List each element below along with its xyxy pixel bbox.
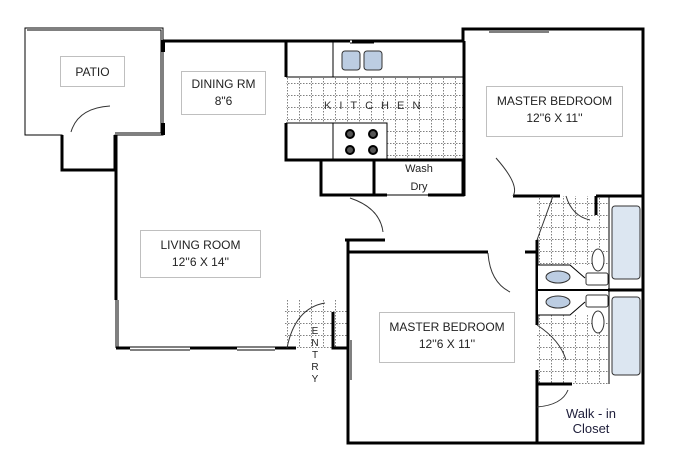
laundry-dry: Dry (410, 181, 428, 193)
patio-door-swing (70, 105, 111, 133)
living-size: 12''6 X 14'' (171, 255, 230, 269)
room-label-master-bedroom-2: MASTER BEDROOM 12''6 X 11'' (379, 312, 515, 363)
sink-lower (545, 295, 571, 309)
room-label-laundry: Wash Dry (396, 160, 442, 196)
room-label-kitchen: KITCHEN (324, 100, 429, 112)
toilet-tank-lower (585, 294, 609, 308)
entry-door-swing (286, 302, 326, 349)
toilet-tank-upper (585, 272, 609, 286)
living-name: LIVING ROOM (160, 238, 241, 252)
hall-door-swing (349, 197, 384, 233)
laundry-wash: Wash (405, 163, 433, 175)
kitchen-area (284, 41, 463, 162)
room-label-living: LIVING ROOM 12''6 X 14'' (140, 230, 261, 278)
master-bedroom-2-size: 12''6 X 11'' (418, 337, 476, 351)
toilet-bowl-upper (591, 248, 605, 272)
master-bedroom-1-size: 12''6 X 11'' (526, 111, 583, 125)
bathtub-lower (611, 296, 641, 376)
patio-name: PATIO (75, 65, 110, 79)
room-label-patio: PATIO (60, 56, 125, 87)
room-label-dining: DINING RM 8"6 (181, 71, 266, 115)
master-bedroom-1-name: MASTER BEDROOM (496, 94, 613, 108)
entry-letter: T (311, 350, 319, 361)
closet-line2: Closet (572, 421, 610, 436)
closet-line1: Walk - in (565, 406, 617, 421)
entry-letter: Y (311, 374, 319, 385)
dining-size: 8"6 (214, 94, 233, 108)
master-bedroom-2-name: MASTER BEDROOM (389, 320, 505, 334)
room-label-closet: Walk - in Closet (555, 406, 627, 436)
toilet-bowl-lower (591, 310, 605, 334)
entry-letter: R (311, 362, 319, 373)
sink-upper (545, 270, 571, 284)
dining-name: DINING RM (191, 77, 256, 91)
room-label-entry: E N T R Y (310, 326, 320, 386)
room-label-master-bedroom-1: MASTER BEDROOM 12''6 X 11'' (486, 86, 623, 137)
stove-burners (345, 129, 378, 155)
patio-walls (24, 27, 164, 172)
sink-basin-right (363, 50, 383, 71)
bathtub-upper (611, 205, 641, 280)
sink-basin-left (341, 50, 361, 71)
entry-letter: N (311, 338, 319, 349)
entry-letter: E (311, 326, 319, 337)
